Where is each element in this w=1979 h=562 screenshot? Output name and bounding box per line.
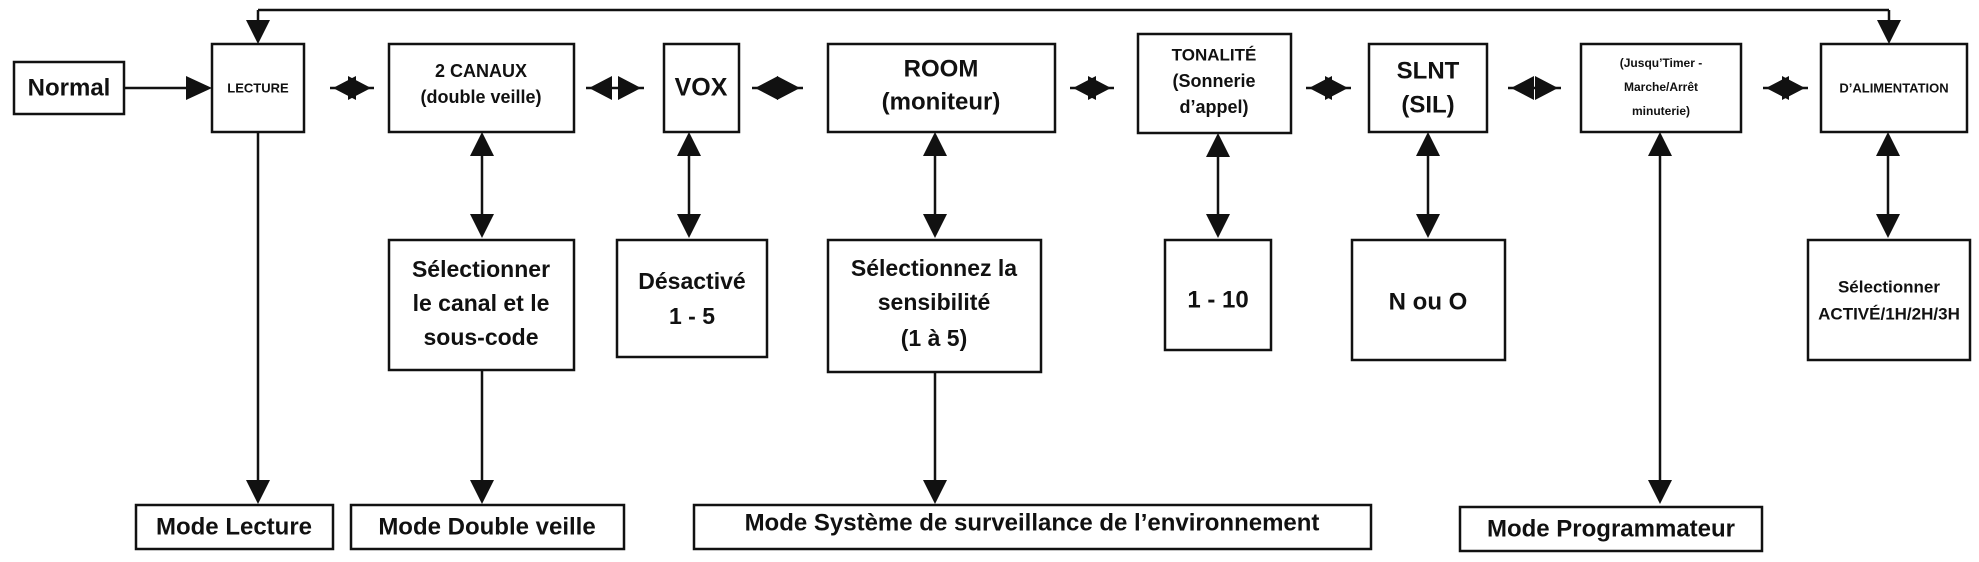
setting-alimentation-line-1: Sélectionner xyxy=(1838,277,1940,296)
menu-2-canaux-line-1: 2 CANAUX xyxy=(435,61,527,81)
setting-tonalite: 1 - 10 xyxy=(1163,238,1273,352)
setting-room-line-3: (1 à 5) xyxy=(901,325,967,351)
setting-alimentation-line-2: ACTIVÉ/1H/2H/3H xyxy=(1818,304,1960,323)
setting-canaux-line-2: le canal et le xyxy=(413,290,550,316)
setting-alimentation: Sélectionner ACTIVÉ/1H/2H/3H xyxy=(1806,238,1972,362)
menu-room-line-2: (moniteur) xyxy=(882,88,1001,115)
menu-slnt-line-2: (SIL) xyxy=(1401,91,1454,118)
menu-vox-label: VOX xyxy=(675,74,728,102)
mode-programmateur: Mode Programmateur xyxy=(1458,505,1764,553)
menu-tonalite: TONALITÉ (Sonnerie d’appel) xyxy=(1136,32,1293,135)
menu-timer-line-3: minuterie) xyxy=(1632,104,1690,118)
mode-surveillance-label: Mode Système de surveillance de l’enviro… xyxy=(745,509,1320,536)
menu-normal-label: Normal xyxy=(28,74,111,101)
setting-tonalite-label: 1 - 10 xyxy=(1187,286,1248,313)
mode-double-veille: Mode Double veille xyxy=(349,503,626,551)
setting-slnt: N ou O xyxy=(1350,238,1507,362)
menu-timer: (Jusqu’Timer - Marche/Arrêt minuterie) xyxy=(1579,42,1743,134)
menu-timer-line-1: (Jusqu’Timer - xyxy=(1620,56,1702,70)
menu-room: ROOM (moniteur) xyxy=(826,42,1057,134)
setting-canaux-line-3: sous-code xyxy=(423,324,538,350)
setting-room: Sélectionnez la sensibilité (1 à 5) xyxy=(826,238,1043,374)
mode-double-veille-label: Mode Double veille xyxy=(378,513,595,540)
setting-canaux: Sélectionner le canal et le sous-code xyxy=(387,238,576,372)
mode-surveillance: Mode Système de surveillance de l’enviro… xyxy=(692,503,1373,551)
mode-lecture-label: Mode Lecture xyxy=(156,513,312,540)
menu-timer-line-2: Marche/Arrêt xyxy=(1624,80,1698,94)
menu-tonalite-line-3: d’appel) xyxy=(1179,97,1248,117)
menu-slnt-line-1: SLNT xyxy=(1397,57,1460,84)
menu-vox: VOX xyxy=(662,42,741,134)
setting-vox-line-1: Désactivé xyxy=(638,268,745,294)
menu-lecture: LECTURE xyxy=(210,42,306,134)
menu-normal: Normal xyxy=(12,60,126,116)
setting-room-line-1: Sélectionnez la xyxy=(851,255,1017,281)
setting-room-line-2: sensibilité xyxy=(878,289,990,315)
menu-tonalite-line-1: TONALITÉ xyxy=(1172,45,1257,64)
menu-2-canaux-line-2: (double veille) xyxy=(420,87,541,107)
menu-alimentation-label: D’ALIMENTATION xyxy=(1839,80,1948,95)
setting-slnt-label: N ou O xyxy=(1389,288,1468,315)
menu-room-line-1: ROOM xyxy=(904,55,979,82)
mode-lecture: Mode Lecture xyxy=(134,503,335,551)
setting-canaux-line-1: Sélectionner xyxy=(412,256,550,282)
setting-vox: Désactivé 1 - 5 xyxy=(615,238,769,359)
menu-slnt: SLNT (SIL) xyxy=(1367,42,1489,134)
menu-tonalite-line-2: (Sonnerie xyxy=(1172,71,1255,91)
setting-vox-line-2: 1 - 5 xyxy=(669,303,715,329)
menu-alimentation: D’ALIMENTATION xyxy=(1819,42,1969,134)
arrowheads xyxy=(186,20,1901,504)
mode-programmateur-label: Mode Programmateur xyxy=(1487,515,1735,542)
menu-2-canaux: 2 CANAUX (double veille) xyxy=(387,42,576,134)
menu-lecture-label: LECTURE xyxy=(227,80,289,95)
